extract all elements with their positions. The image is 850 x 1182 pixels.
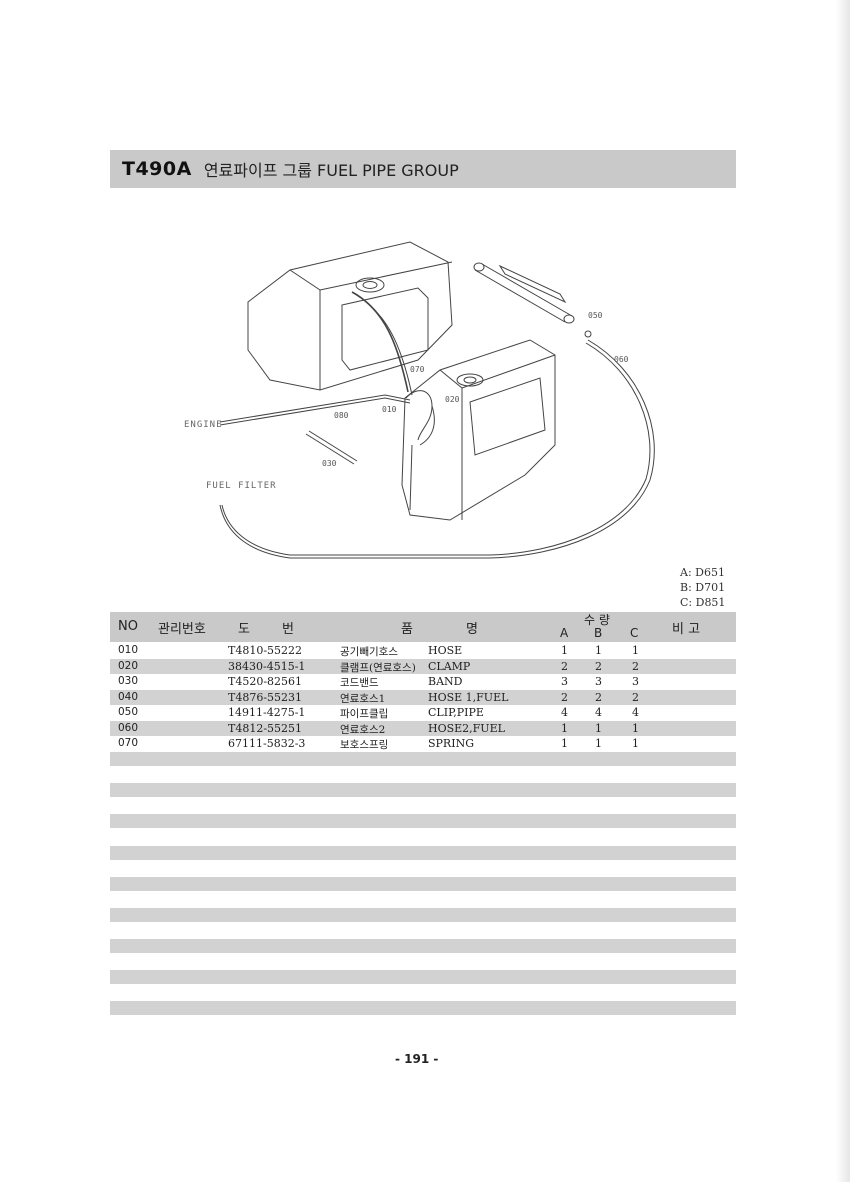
header-qty-b: B: [594, 626, 603, 640]
empty-row-band: [110, 1001, 736, 1015]
engine-label: ENGINE: [184, 420, 223, 430]
cell-part-number: 38430-4515-1: [228, 659, 306, 673]
cell-no: 060: [118, 721, 139, 734]
cell-name-en: CLIP,PIPE: [428, 706, 484, 719]
cell-name-kr: 파이프클립: [340, 708, 389, 720]
cell-no: 050: [118, 706, 139, 718]
cell-part-number: T4520-82561: [228, 675, 303, 688]
model-c: C: D851: [680, 596, 726, 609]
callout-070: 070: [410, 365, 425, 374]
cell-qty-b: 2: [595, 659, 602, 673]
cell-no: 030: [118, 675, 139, 687]
empty-row-band: [110, 939, 736, 953]
table-row: 010 T4810-55222 공기빼기호스 HOSE 1 1 1: [110, 643, 736, 659]
header-drawing-1: 도: [238, 622, 250, 637]
table-row: 030 T4520-82561 코드밴드 BAND 3 3 3: [110, 674, 736, 690]
model-b: B: D701: [680, 581, 726, 594]
cell-name-kr: 보호스프링: [340, 739, 389, 751]
title-bar: T490A 연료파이프 그룹 FUEL PIPE GROUP: [110, 150, 736, 188]
cell-qty-b: 4: [595, 706, 602, 719]
header-name-2: 명: [466, 622, 478, 637]
fuel-pipe-diagram: ENGINE FUEL FILTER 010 020 030 050 060 0…: [184, 241, 655, 559]
cell-qty-a: 4: [561, 706, 568, 719]
cell-name-kr: 클램프(연료호스): [340, 661, 416, 674]
cell-qty-b: 3: [595, 675, 602, 688]
cell-part-number: T4812-55251: [228, 721, 303, 735]
cell-name-en: HOSE 1,FUEL: [428, 690, 509, 704]
callout-060: 060: [614, 355, 629, 364]
callout-030: 030: [322, 459, 337, 468]
cell-name-en: CLAMP: [428, 659, 471, 673]
cell-qty-a: 1: [561, 737, 568, 750]
cell-qty-b: 2: [595, 690, 602, 704]
page-edge-shadow: [836, 0, 850, 1182]
model-legend: A: D651 B: D701 C: D851: [680, 565, 725, 610]
fuel-filter-label: FUEL FILTER: [206, 481, 277, 491]
table-row: 060 T4812-55251 연료호스2 HOSE2,FUEL 1 1 1: [110, 720, 736, 736]
callout-050: 050: [588, 311, 603, 320]
cell-no: 040: [118, 690, 139, 703]
table-header: NO 관리번호 도 번 품 명 수 량 A B C 비 고: [110, 612, 736, 642]
callout-080: 080: [334, 411, 349, 420]
cell-name-en: HOSE: [428, 644, 463, 657]
header-quantity: 수 량: [584, 613, 610, 627]
empty-row-band: [110, 970, 736, 984]
cell-name-kr: 코드밴드: [340, 677, 379, 689]
cell-name-en: HOSE2,FUEL: [428, 721, 505, 735]
cell-qty-a: 1: [561, 721, 568, 735]
cell-qty-a: 1: [561, 644, 568, 657]
cell-qty-c: 2: [632, 659, 639, 673]
page-number: - 191 -: [395, 1052, 439, 1066]
empty-row-band: [110, 783, 736, 797]
cell-name-en: SPRING: [428, 737, 474, 750]
cell-qty-c: 4: [632, 706, 639, 719]
header-remark: 비 고: [672, 622, 701, 637]
cell-no: 020: [118, 659, 139, 672]
cell-qty-c: 3: [632, 675, 639, 688]
empty-row-band: [110, 908, 736, 922]
cell-qty-a: 3: [561, 675, 568, 688]
cell-qty-b: 1: [595, 644, 602, 657]
header-qty-c: C: [630, 626, 639, 640]
cell-name-kr: 연료호스1: [340, 692, 386, 705]
empty-row-band: [110, 846, 736, 860]
cell-qty-c: 1: [632, 721, 639, 735]
cell-name-kr: 연료호스2: [340, 723, 386, 736]
table-row: 040 T4876-55231 연료호스1 HOSE 1,FUEL 2 2 2: [110, 689, 736, 705]
cell-name-en: BAND: [428, 675, 463, 688]
cell-part-number: 14911-4275-1: [228, 706, 306, 719]
cell-qty-c: 1: [632, 737, 639, 750]
group-code: T490A: [122, 158, 192, 180]
header-name-1: 품: [401, 622, 413, 637]
cell-qty-c: 2: [632, 690, 639, 704]
cell-qty-a: 2: [561, 690, 568, 704]
table-row: 020 38430-4515-1 클램프(연료호스) CLAMP 2 2 2: [110, 658, 736, 674]
empty-row-band: [110, 752, 736, 766]
empty-row-band: [110, 877, 736, 891]
group-title: 연료파이프 그룹 FUEL PIPE GROUP: [203, 161, 459, 180]
cell-part-number: 67111-5832-3: [228, 737, 306, 750]
cell-part-number: T4876-55231: [228, 690, 303, 704]
table-row: 050 14911-4275-1 파이프클립 CLIP,PIPE 4 4 4: [110, 705, 736, 721]
header-qty-a: A: [560, 626, 569, 640]
empty-row-band: [110, 814, 736, 828]
cell-no: 010: [118, 644, 139, 656]
callout-010: 010: [382, 405, 397, 414]
cell-name-kr: 공기빼기호스: [340, 646, 398, 658]
parts-table-body: 010 T4810-55222 공기빼기호스 HOSE 1 1 1 020 38…: [110, 643, 736, 752]
cell-qty-a: 2: [561, 659, 568, 673]
cell-no: 070: [118, 737, 139, 749]
table-row: 070 67111-5832-3 보호스프링 SPRING 1 1 1: [110, 736, 736, 752]
header-no: NO: [118, 619, 138, 634]
model-a: A: D651: [680, 566, 725, 579]
cell-qty-c: 1: [632, 644, 639, 657]
callout-020: 020: [445, 395, 460, 404]
header-drawing-2: 번: [282, 622, 294, 637]
header-mgmt-number: 관리번호: [158, 622, 206, 637]
cell-qty-b: 1: [595, 737, 602, 750]
cell-part-number: T4810-55222: [228, 644, 303, 657]
cell-qty-b: 1: [595, 721, 602, 735]
